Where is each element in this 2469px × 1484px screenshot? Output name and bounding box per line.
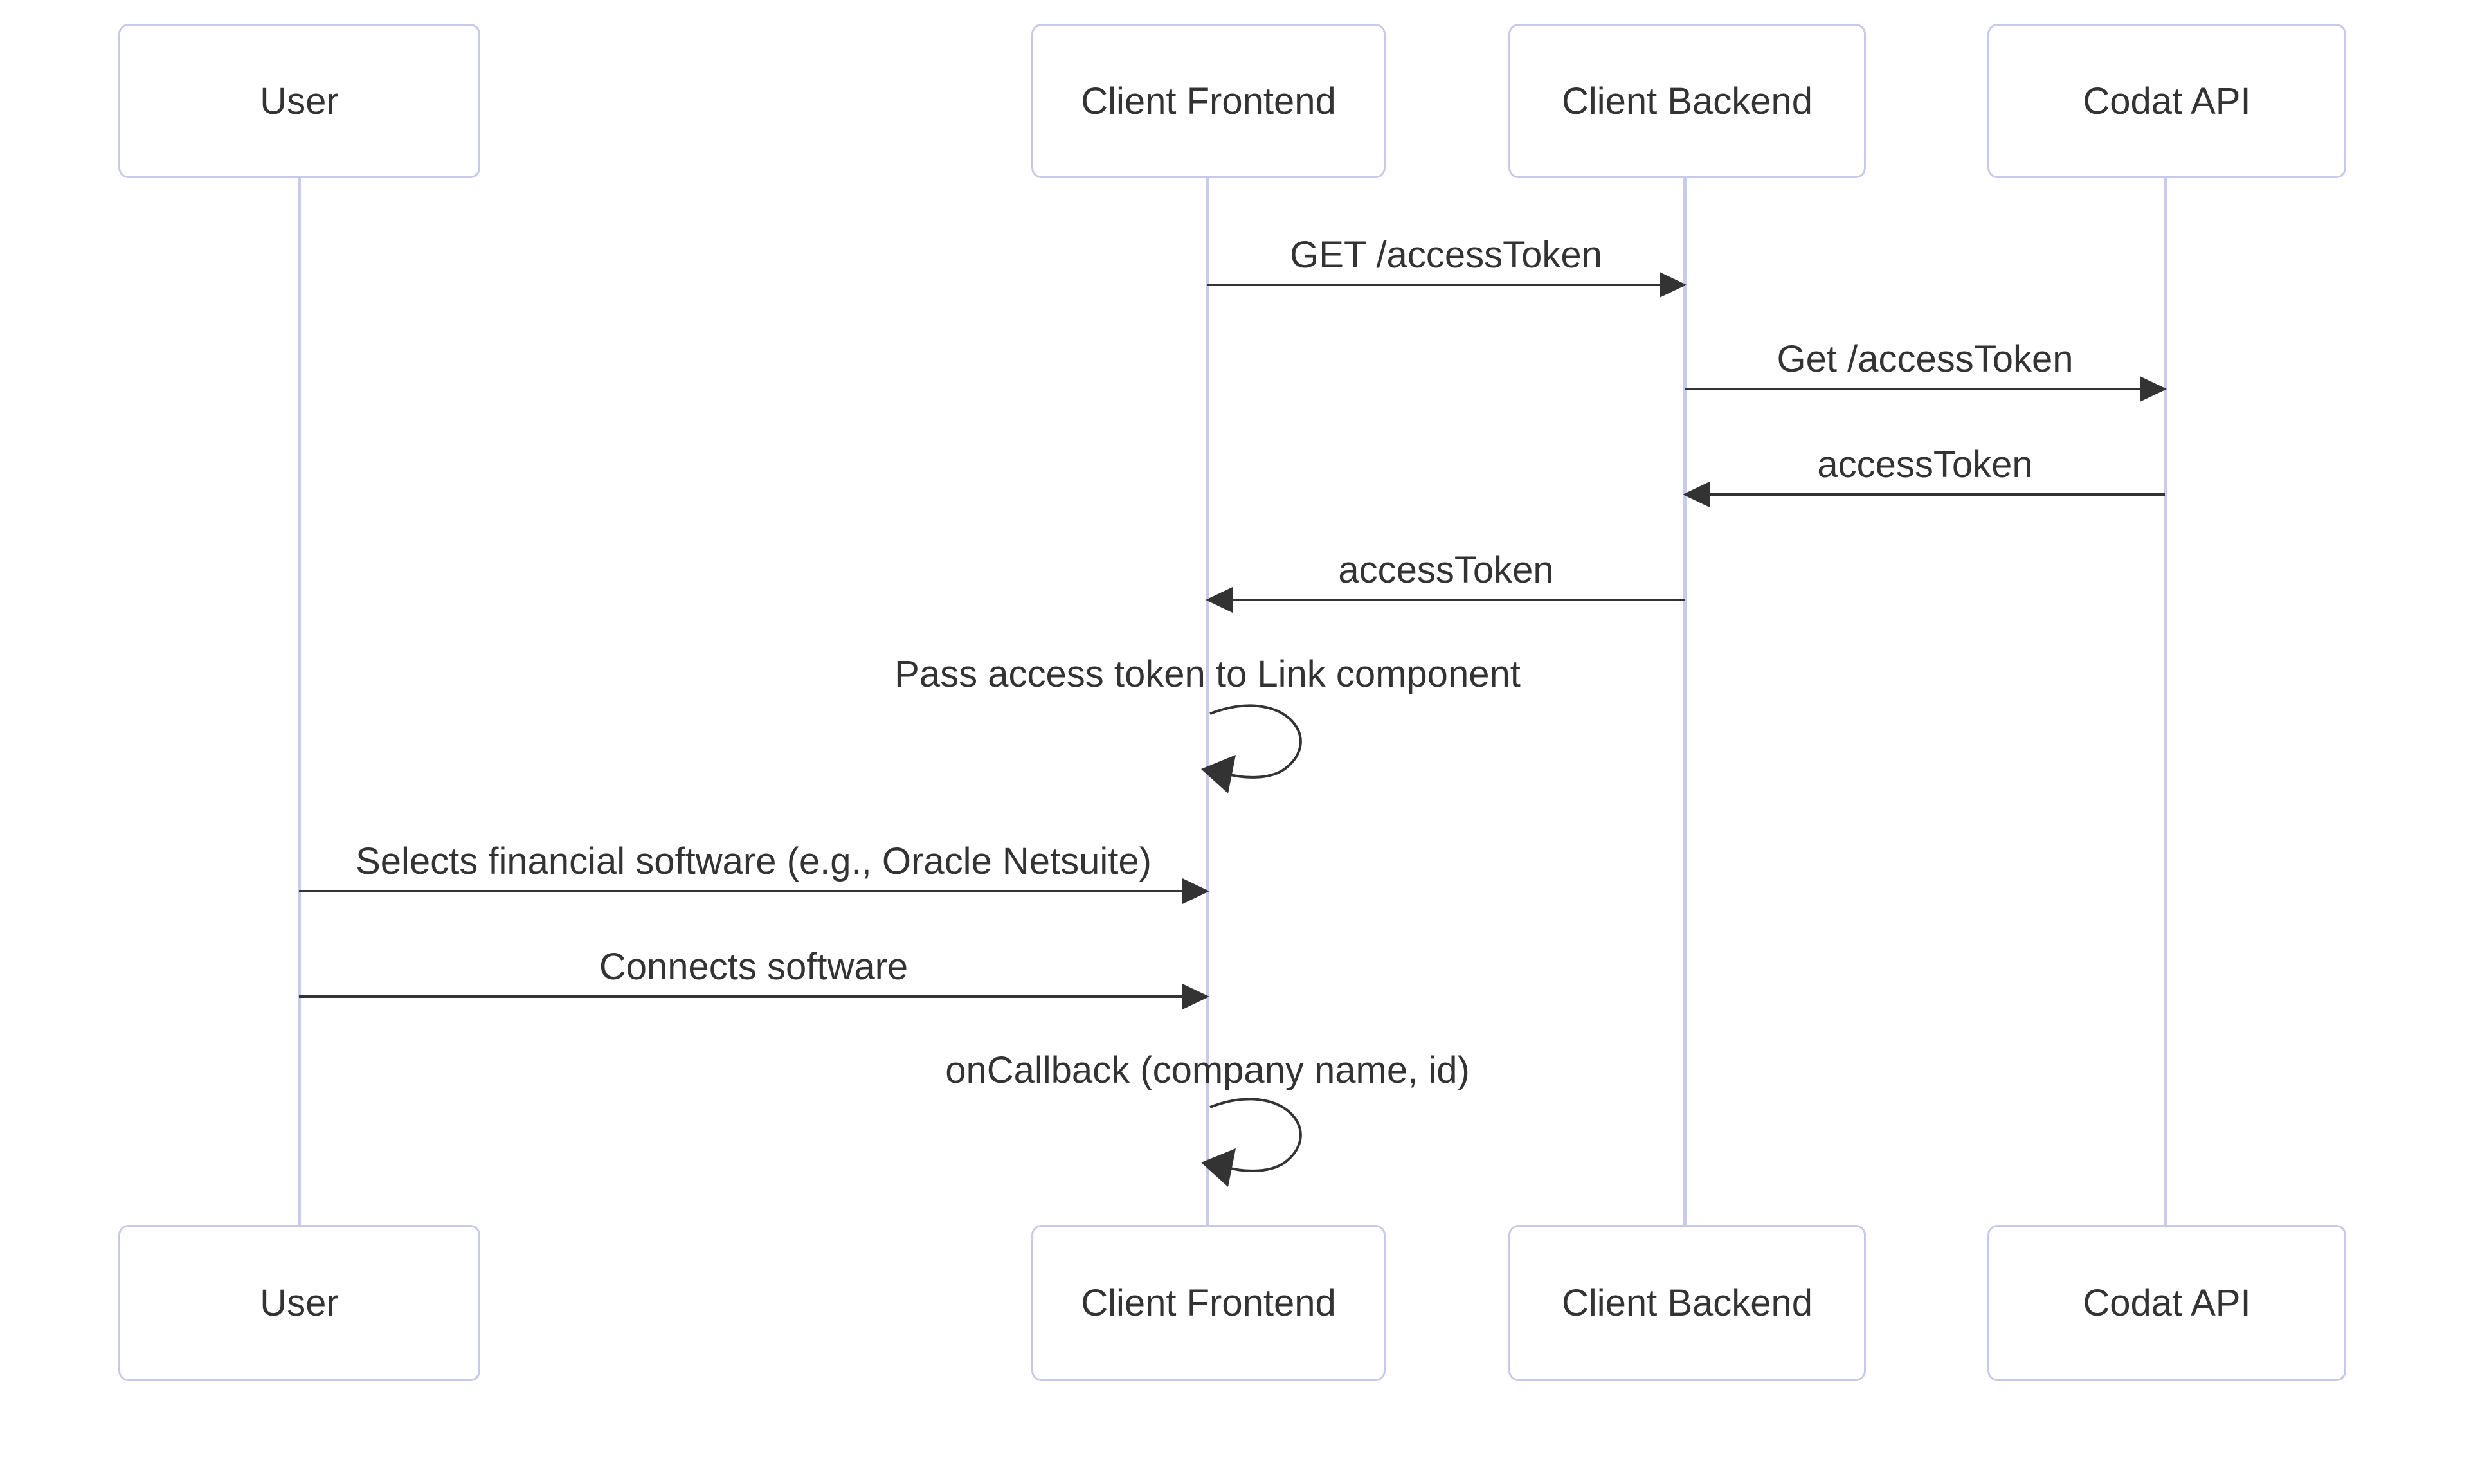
message-arrow-accesstoken-frontend	[1207, 599, 1685, 601]
lifeline-user	[298, 178, 301, 1225]
self-loop-curve	[1209, 704, 1302, 779]
actor-bottom-box-client-frontend: Client Frontend	[1031, 1225, 1386, 1381]
message-arrow-get-accesstoken	[1207, 284, 1685, 286]
actor-label: Client Backend	[1561, 1282, 1813, 1324]
message-label-pass-access-token: Pass access token to Link component	[894, 653, 1521, 695]
actor-bottom-box-user: User	[118, 1225, 480, 1381]
actor-top-box-codat-api: Codat API	[1987, 24, 2346, 178]
lifeline-client-backend	[1683, 178, 1687, 1225]
self-loop-curve	[1209, 1098, 1302, 1172]
actor-bottom-box-client-backend: Client Backend	[1508, 1225, 1866, 1381]
actor-label: Client Frontend	[1081, 80, 1336, 122]
message-label-get-accesstoken: GET /accessToken	[1290, 234, 1602, 276]
message-label-accesstoken-frontend: accessToken	[1338, 549, 1554, 591]
message-label-selects-software: Selects financial software (e.g., Oracle…	[356, 840, 1152, 882]
actor-top-box-client-backend: Client Backend	[1508, 24, 1866, 178]
lifeline-client-frontend	[1206, 178, 1209, 1225]
actor-label: User	[260, 80, 339, 122]
actor-top-box-user: User	[118, 24, 480, 178]
message-label-connects-software: Connects software	[599, 946, 909, 988]
lifeline-codat-api	[2164, 178, 2167, 1225]
self-loop-pass-access-token	[1201, 704, 1302, 793]
actor-top-box-client-frontend: Client Frontend	[1031, 24, 1386, 178]
message-arrow-get-accesstoken-codat	[1685, 388, 2165, 390]
message-arrow-selects-software	[299, 890, 1207, 892]
actor-label: Client Backend	[1561, 80, 1813, 122]
self-loop-oncallback	[1201, 1098, 1302, 1187]
message-label-accesstoken-return: accessToken	[1817, 444, 2033, 485]
actor-label: Codat API	[2083, 80, 2251, 122]
actor-label: User	[260, 1282, 339, 1324]
actor-bottom-box-codat-api: Codat API	[1987, 1225, 2346, 1381]
message-arrow-accesstoken-return	[1685, 493, 2165, 496]
message-arrow-connects-software	[299, 995, 1207, 998]
actor-label: Client Frontend	[1081, 1282, 1336, 1324]
message-label-get-accesstoken-codat: Get /accessToken	[1777, 338, 2074, 380]
actor-label: Codat API	[2083, 1282, 2251, 1324]
message-label-oncallback: onCallback (company name, id)	[945, 1049, 1470, 1091]
